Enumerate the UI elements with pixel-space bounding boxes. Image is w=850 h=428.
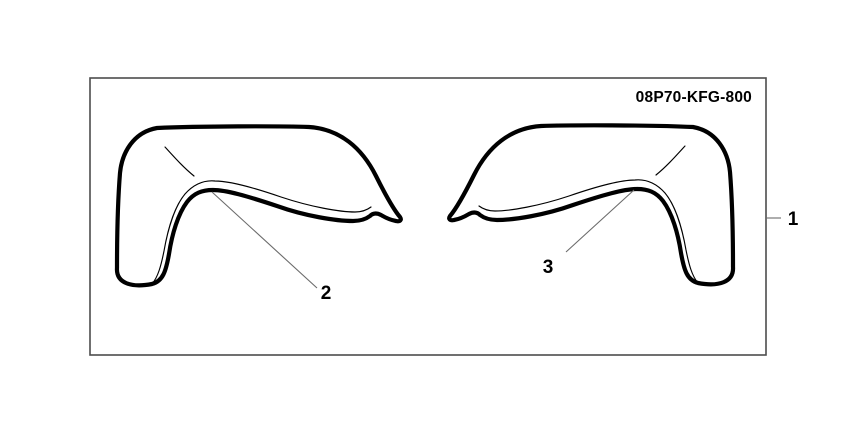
callout-3[interactable]: 3 — [543, 189, 635, 278]
callout-2-label: 2 — [321, 283, 332, 304]
right-fender-flare[interactable] — [447, 123, 736, 287]
callout-1-label: 1 — [788, 209, 799, 230]
callout-2[interactable]: 2 — [211, 191, 332, 304]
left-fender-flare-lip — [151, 180, 372, 285]
callout-1[interactable]: 1 — [766, 209, 799, 230]
callout-3-label: 3 — [543, 257, 554, 278]
left-fender-flare-outline — [114, 124, 403, 288]
right-fender-flare-lip — [478, 179, 699, 284]
callout-3-leader-line — [565, 189, 635, 253]
left-fender-flare[interactable] — [114, 124, 403, 288]
callout-2-leader-line — [211, 191, 318, 289]
right-fender-flare-corner-crease — [655, 145, 686, 176]
diagram-frame — [89, 77, 767, 356]
left-fender-flare-corner-crease — [164, 146, 195, 177]
right-fender-flare-outline — [447, 123, 736, 287]
part-number-label: 08P70-KFG-800 — [636, 89, 752, 106]
